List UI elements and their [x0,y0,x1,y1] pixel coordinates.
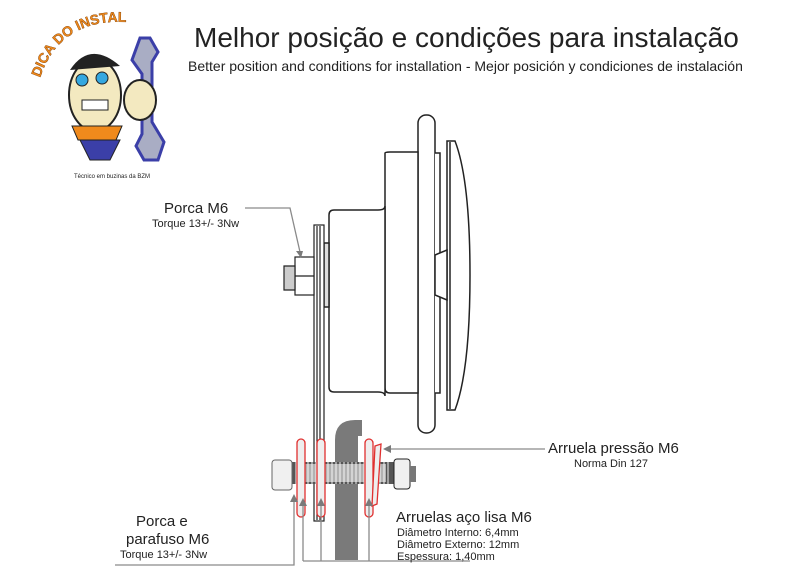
leader-lines [115,207,545,566]
bottom-nut [393,458,411,490]
label-arruelas-lisa: Arruelas aço lisa M6 [396,509,532,526]
horn-rear-body [384,151,419,394]
horn-body [323,114,471,434]
page-subtitle: Better position and conditions for insta… [188,58,743,74]
logo-caption: Técnico em buzinas da BZM [74,174,150,180]
horn-flange [417,114,436,434]
horn-clip [434,248,448,302]
label-espessura: Espessura: 1,40mm [397,551,495,563]
spacer [323,242,330,308]
flat-washers [296,438,374,518]
logo-dica-do-instalador: DICA DO INSTALADOR Técnico em buzinas da… [0,0,166,180]
label-diametro-externo: Diâmetro Externo: 12mm [397,539,520,551]
top-nut [283,256,315,296]
label-porca-parafuso-line2: parafuso M6 [126,531,210,548]
label-porca-m6: Porca M6 [164,200,229,217]
label-diametro-interno: Diâmetro Interno: 6,4mm [397,527,519,539]
horn-back-cap [328,205,386,397]
horn-front-cover [446,140,471,411]
label-porca-parafuso-line1: Porca e [136,513,188,530]
bolt-head [271,459,293,491]
label-arruela-pressao-norma: Norma Din 127 [574,458,648,470]
label-arruela-pressao: Arruela pressão M6 [548,440,679,457]
label-porca-parafuso-torque: Torque 13+/- 3Nw [120,549,208,561]
label-porca-m6-torque: Torque 13+/- 3Nw [152,218,240,230]
vehicle-bracket [335,420,362,560]
pressure-washer [371,443,382,507]
page-title: Melhor posição e condições para instalaç… [194,22,739,53]
arrowheads [290,251,391,506]
